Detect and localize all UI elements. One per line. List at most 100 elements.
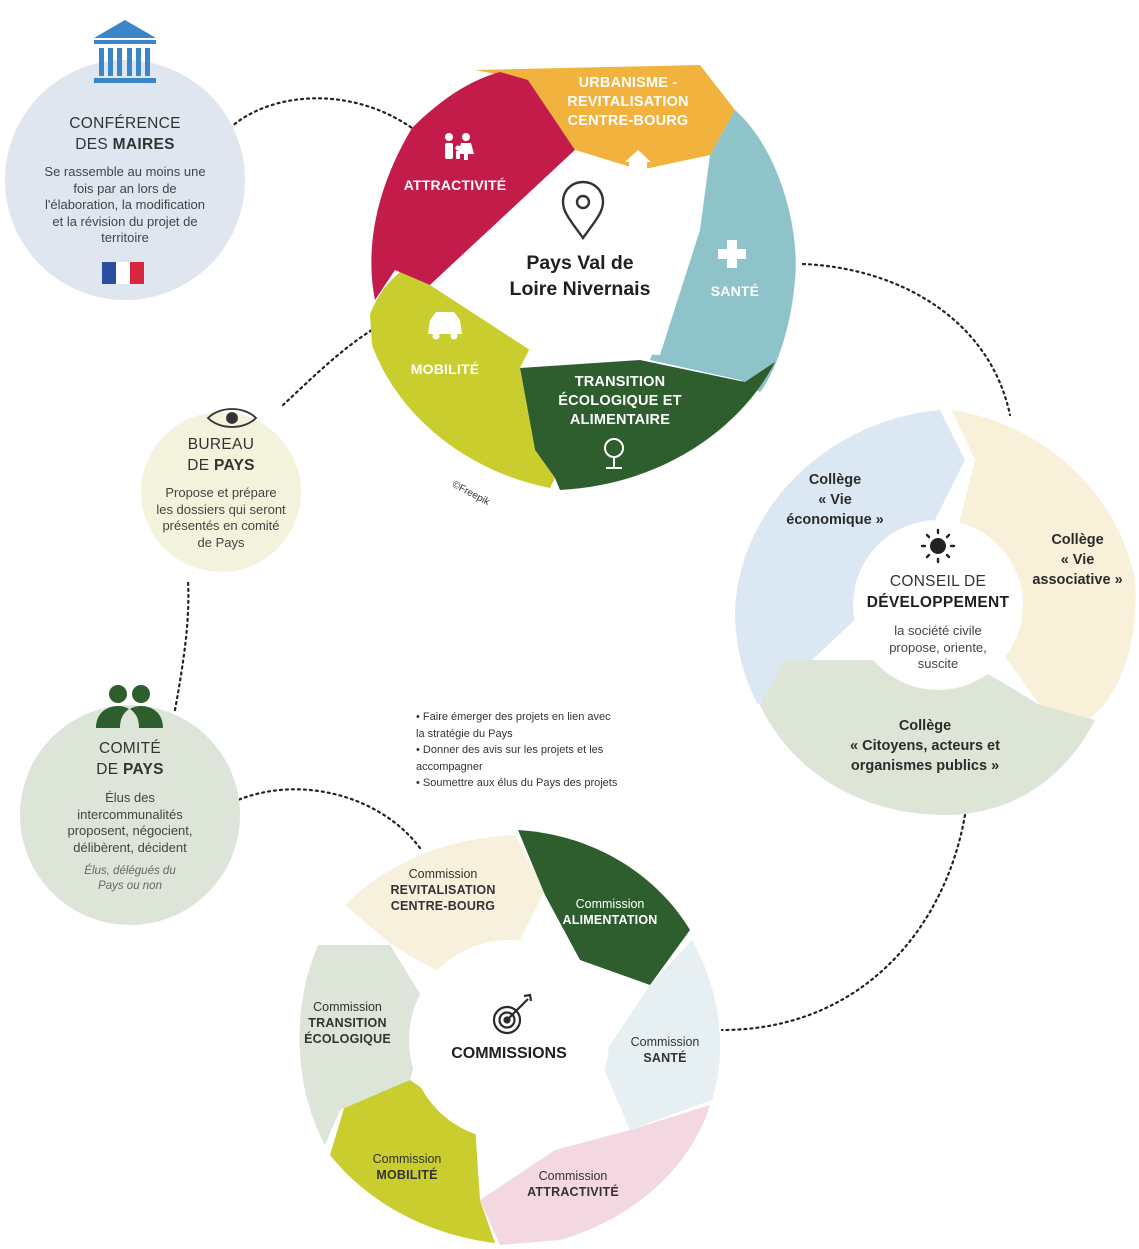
segment-transition-line2: ÉCOLOGIQUE ET xyxy=(558,393,682,409)
college-citoyens-shape xyxy=(760,660,1095,815)
comite-circle xyxy=(20,705,240,925)
comm-revitalisation-label: Commission REVITALISATION CENTRE-BOURG xyxy=(368,866,518,914)
segment-sante-label: SANTÉ xyxy=(710,283,760,299)
comm-transition-label: Commission TRANSITION ÉCOLOGIQUE xyxy=(290,999,405,1047)
bureau-block: BUREAU DE PAYS Propose et prépare les do… xyxy=(141,434,301,551)
conference-desc-line: et la révision du projet de xyxy=(52,213,198,229)
conseil-center xyxy=(853,520,1023,690)
location-pin-icon xyxy=(561,180,605,241)
comm-revitalisation-line2: CENTRE-BOURG xyxy=(390,899,496,913)
comite-desc: Élus des intercommunalités proposent, né… xyxy=(40,790,220,856)
target-icon xyxy=(492,993,533,1035)
comite-note: Élus, délégués du Pays ou non xyxy=(40,864,220,894)
comite-title-line1: COMITÉ xyxy=(98,740,162,757)
roles-line: • Soumettre aux élus du Pays des projets xyxy=(416,777,618,789)
connector-conference-to-pays xyxy=(228,97,414,130)
conseil-title-line1: CONSEIL DE xyxy=(889,573,987,590)
bureau-desc-line: présentés en comité xyxy=(162,518,280,533)
segment-attractivite-label: ATTRACTIVITÉ xyxy=(403,177,507,193)
connector-pays-to-conseil xyxy=(801,262,1012,417)
bureau-desc-line: de Pays xyxy=(197,534,245,550)
commissions-center xyxy=(409,940,609,1140)
conseil-desc-line: suscite xyxy=(917,656,959,671)
sun-icon xyxy=(920,528,956,564)
comite-title-prefix: DE xyxy=(96,761,123,778)
college-asso-line: associative » xyxy=(1032,572,1123,588)
comite-block: COMITÉ DE PAYS Élus des intercommunalité… xyxy=(40,738,220,894)
segment-transition-line1: TRANSITION xyxy=(574,374,666,390)
comm-word: Commission xyxy=(313,1000,382,1014)
house-icon xyxy=(625,150,651,174)
conference-title-bold: MAIRES xyxy=(112,136,175,153)
college-eco-line: Collège xyxy=(808,472,862,488)
college-citoyens-label: Collège « Citoyens, acteurs et organisme… xyxy=(800,716,1050,776)
comm-word: Commission xyxy=(575,897,645,911)
bureau-title-line2: DE PAYS xyxy=(141,455,301,476)
comm-alimentation-name: ALIMENTATION xyxy=(562,913,658,927)
comite-desc-line: délibèrent, décident xyxy=(73,839,187,855)
pays-center-title-line1: Pays Val de xyxy=(526,252,634,274)
bureau-desc: Propose et prépare les dossiers qui sero… xyxy=(141,485,301,551)
conference-desc-line: l'élaboration, la modification xyxy=(44,197,206,212)
roles-line: accompagner xyxy=(416,760,483,773)
segment-transition-line3: ALIMENTAIRE xyxy=(569,412,671,428)
conference-title-prefix: DES xyxy=(75,136,113,153)
conference-title-line1: CONFÉRENCE xyxy=(69,115,181,132)
comm-attractivite-label: Commission ATTRACTIVITÉ xyxy=(508,1168,638,1200)
comm-word: Commission xyxy=(408,867,478,881)
college-citoyens-line: organismes publics » xyxy=(850,758,1000,774)
comm-word: Commission xyxy=(372,1152,442,1166)
conference-desc-line: fois par an lors de xyxy=(73,180,177,196)
college-citoyens-line: « Citoyens, acteurs et xyxy=(850,738,1000,754)
comm-attractivite-name: ATTRACTIVITÉ xyxy=(527,1185,619,1199)
college-eco-line: « Vie xyxy=(818,492,852,508)
conseil-block: CONSEIL DE DÉVELOPPEMENT la société civi… xyxy=(858,571,1018,673)
connector-conseil-to-commissions xyxy=(720,813,967,1032)
segment-urbanisme xyxy=(475,65,735,170)
connector-comite-to-bureau xyxy=(173,578,190,712)
eye-icon xyxy=(206,408,258,428)
segment-urbanisme-line3: CENTRE-BOURG xyxy=(567,113,689,129)
tree-icon xyxy=(604,438,624,469)
pays-center-pentagon xyxy=(430,150,700,355)
comm-mobilite-label: Commission MOBILITÉ xyxy=(352,1151,462,1183)
bureau-desc-line: Propose et prépare xyxy=(165,485,277,500)
segment-mobilite-label: MOBILITÉ xyxy=(410,361,480,377)
conference-desc-line: territoire xyxy=(101,230,149,245)
segment-urbanisme-line1: URBANISME - xyxy=(578,75,678,91)
college-asso-label: Collège « Vie associative » xyxy=(1020,530,1135,590)
conference-desc-line: Se rassemble au moins une xyxy=(44,164,206,179)
segment-urbanisme-line2: REVITALISATION xyxy=(567,94,689,110)
comm-word: Commission xyxy=(538,1169,608,1183)
college-asso-line: « Vie xyxy=(1060,552,1095,568)
comite-desc-line: intercommunalités xyxy=(77,806,183,822)
conseil-desc: la société civile propose, oriente, susc… xyxy=(858,623,1018,673)
roles-line: • Donner des avis sur les projets et les xyxy=(416,744,604,756)
medical-cross-icon xyxy=(718,240,746,268)
pays-center-title-line2: Loire Nivernais xyxy=(509,278,651,300)
conference-circle xyxy=(5,60,245,300)
comm-attractivite-shape xyxy=(480,1105,710,1245)
conseil-ring xyxy=(735,410,1136,815)
pays-center-title: Pays Val de Loire Nivernais xyxy=(460,250,700,302)
segment-transition-label: TRANSITION ÉCOLOGIQUE ET ALIMENTAIRE xyxy=(535,373,705,430)
conseil-title-bold: DÉVELOPPEMENT xyxy=(866,594,1010,611)
bureau-desc-line: les dossiers qui seront xyxy=(156,501,286,517)
family-icon xyxy=(445,133,474,160)
comm-alimentation-label: Commission ALIMENTATION xyxy=(545,896,675,928)
college-citoyens-line: Collège xyxy=(898,718,952,734)
bureau-title-prefix: DE xyxy=(187,457,214,474)
college-asso-line: Collège xyxy=(1051,532,1104,548)
comm-revitalisation-line1: REVITALISATION xyxy=(390,883,496,897)
college-eco-line: économique » xyxy=(786,512,884,528)
institution-icon xyxy=(94,20,156,83)
comite-desc-line: Élus des xyxy=(105,790,155,805)
conference-title-line2: DES MAIRES xyxy=(25,134,225,155)
comm-alimentation-shape xyxy=(518,830,690,985)
roles-line: • Faire émerger des projets en lien avec xyxy=(416,711,611,723)
conference-desc: Se rassemble au moins une fois par an lo… xyxy=(25,164,225,247)
comite-note-line: Pays ou non xyxy=(98,880,162,892)
comite-desc-line: proposent, négocient, xyxy=(67,823,193,838)
comite-title-bold: PAYS xyxy=(122,761,164,778)
comm-revitalisation-shape xyxy=(345,835,545,970)
